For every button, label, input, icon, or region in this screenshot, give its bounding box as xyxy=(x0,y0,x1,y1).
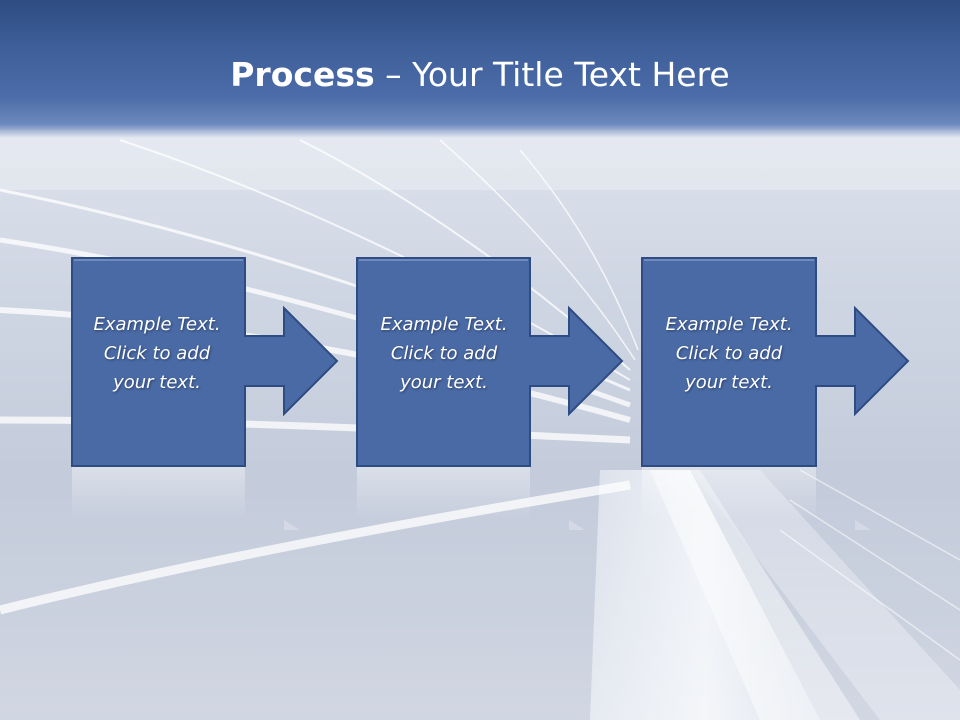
step-2-line-1: Example Text. xyxy=(380,314,508,335)
process-step-2[interactable] xyxy=(356,257,624,467)
step-3-reflection xyxy=(642,466,871,530)
page-title[interactable]: Process – Your Title Text Here xyxy=(0,52,960,98)
step-1-line-1: Example Text. xyxy=(93,314,221,335)
step-1-text[interactable]: Example Text. Click to add your text. xyxy=(71,310,243,397)
step-2-text[interactable]: Example Text. Click to add your text. xyxy=(358,310,530,397)
step-2-line-2: Click to add xyxy=(390,343,498,364)
step-1-reflection xyxy=(72,466,300,530)
title-rest: – Your Title Text Here xyxy=(374,55,730,94)
step-1-line-3: your text. xyxy=(113,372,201,393)
process-step-1[interactable] xyxy=(71,257,339,467)
process-step-3[interactable] xyxy=(641,257,910,467)
step-3-text[interactable]: Example Text. Click to add your text. xyxy=(643,310,815,397)
step-3-line-2: Click to add xyxy=(675,343,783,364)
title-bar xyxy=(0,0,960,138)
title-bold: Process xyxy=(230,55,375,94)
step-3-line-1: Example Text. xyxy=(665,314,793,335)
step-2-reflection xyxy=(357,466,585,530)
step-3-line-3: your text. xyxy=(685,372,773,393)
step-1-line-2: Click to add xyxy=(103,343,211,364)
step-2-line-3: your text. xyxy=(400,372,488,393)
